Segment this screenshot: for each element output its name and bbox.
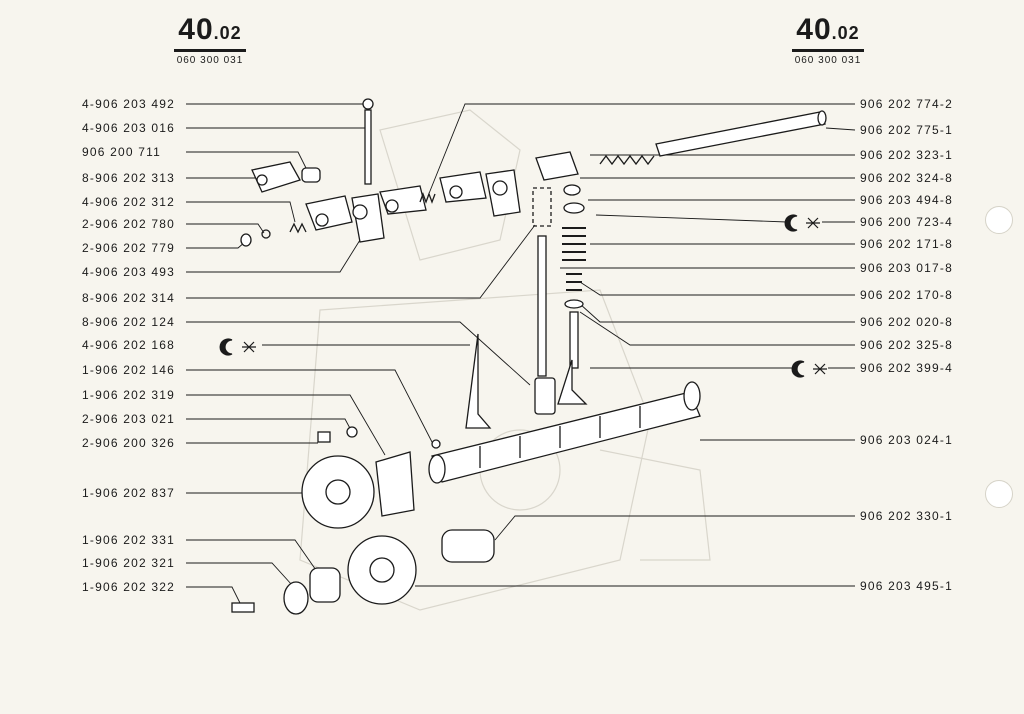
part-number-label: 4-906 202 312 — [82, 195, 176, 209]
section-number: 40.02 — [792, 14, 864, 52]
part-number-label: 4-906 202 168 — [82, 338, 176, 352]
camshaft-and-gears — [231, 381, 701, 615]
reference-number: 060 300 031 — [794, 55, 862, 66]
section-header-right: 40.02 060 300 031 — [768, 14, 888, 66]
inlet-valve — [465, 333, 492, 429]
part-number-label: 1-906 202 837 — [82, 486, 176, 500]
cam-lobes — [479, 406, 641, 468]
rocker-arm — [439, 171, 487, 203]
part-number-label: 906 202 399-4 — [860, 361, 954, 375]
pushrod — [537, 235, 547, 377]
retaining-washer — [283, 581, 309, 615]
valve-guide — [569, 311, 579, 369]
part-number-label: 1-906 202 319 — [82, 388, 176, 402]
adjuster-nut — [362, 98, 374, 110]
spring-seat — [564, 299, 584, 309]
shaft-spring — [599, 154, 655, 166]
part-number-label: 906 200 723-4 — [860, 215, 954, 229]
gear-hub — [309, 567, 341, 603]
rocker-arm — [535, 151, 579, 181]
crescent-clip-icon — [219, 338, 233, 356]
valve-spring-inner — [566, 273, 582, 291]
bearing-sleeve — [441, 529, 495, 563]
thrust-plate — [375, 451, 415, 517]
crescent-clip-icon — [784, 214, 798, 232]
part-number-label: 906 203 494-8 — [860, 193, 954, 207]
part-number-label: 4-906 203 492 — [82, 97, 176, 111]
retaining-bolt — [231, 602, 255, 613]
part-number-label: 2-906 202 779 — [82, 241, 176, 255]
part-number-label: 906 202 330-1 — [860, 509, 954, 523]
rocker-spring — [419, 192, 436, 204]
part-number-label: 1-906 202 321 — [82, 556, 176, 570]
part-number-label: 906 202 324-8 — [860, 171, 954, 185]
part-number-label: 906 202 170-8 — [860, 288, 954, 302]
shaft-end — [817, 110, 827, 126]
part-number-label: 906 202 775-1 — [860, 123, 954, 137]
binder-hole-top — [985, 206, 1013, 234]
crescent-clip-icon — [791, 360, 805, 378]
part-number-label: 1-906 202 146 — [82, 363, 176, 377]
reference-number: 060 300 031 — [176, 55, 244, 66]
part-number-label: 906 203 017-8 — [860, 261, 954, 275]
rocker-spring — [289, 222, 307, 234]
part-number-label: 906 202 323-1 — [860, 148, 954, 162]
rocker-bushing — [301, 167, 321, 183]
part-number-label: 4-906 203 016 — [82, 121, 176, 135]
part-number-label: 906 202 171-8 — [860, 237, 954, 251]
exhaust-valve — [557, 359, 588, 405]
part-number-label: 906 202 774-2 — [860, 97, 954, 111]
spring-retainer — [563, 202, 585, 214]
keyway-pin — [431, 439, 441, 449]
part-number-label: 906 203 495-1 — [860, 579, 954, 593]
valve-cap — [563, 184, 581, 196]
gear-washer — [346, 426, 358, 438]
part-number-label: 8-906 202 124 — [82, 315, 176, 329]
gear-bolt — [317, 431, 331, 443]
part-number-label: 8-906 202 313 — [82, 171, 176, 185]
section-header-left: 40.02 060 300 031 — [150, 14, 270, 66]
rocker-shaft-assembly — [240, 98, 827, 247]
part-number-label: 1-906 202 322 — [82, 580, 176, 594]
part-number-label: 2-906 200 326 — [82, 436, 176, 450]
part-number-label: 2-906 203 021 — [82, 412, 176, 426]
pushrod-box — [532, 187, 552, 227]
part-number-label: 1-906 202 331 — [82, 533, 176, 547]
callout-symbols — [219, 214, 827, 378]
circlip — [261, 229, 271, 239]
part-number-label: 4-906 203 493 — [82, 265, 176, 279]
part-number-label: 906 202 020-8 — [860, 315, 954, 329]
valve-train — [465, 184, 588, 429]
part-number-label: 906 200 711 — [82, 145, 162, 159]
part-number-label: 8-906 202 314 — [82, 291, 176, 305]
rocker-shaft — [655, 111, 826, 157]
shaft-plug — [240, 233, 252, 247]
tappet — [534, 377, 556, 415]
part-number-label: 906 203 024-1 — [860, 433, 954, 447]
section-number: 40.02 — [174, 14, 246, 52]
part-number-label: 906 202 325-8 — [860, 338, 954, 352]
adjuster-screw — [364, 109, 372, 185]
rocker-arm — [305, 195, 353, 231]
binder-hole-bottom — [985, 480, 1013, 508]
valve-spring-outer — [562, 227, 586, 261]
part-number-label: 2-906 202 780 — [82, 217, 176, 231]
